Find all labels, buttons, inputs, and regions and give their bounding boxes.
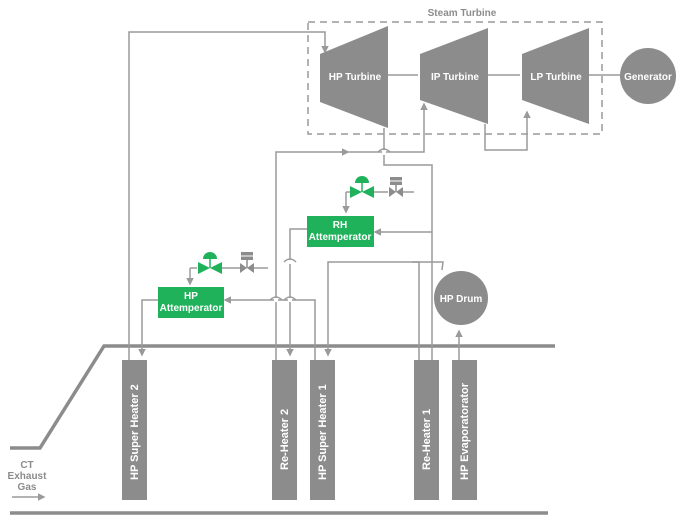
pipe-crossovers [274,150,386,302]
hp-super-heater-1 [310,360,335,500]
hp-turbine [320,26,388,128]
re-heater-2 [272,360,297,500]
hp-evaporator [452,360,477,500]
rh-attemperator-label-1: RH [333,220,347,231]
hp-evaporator-label: HP Evaporatorator [459,382,471,480]
hp-attemperator-label-1: HP [184,291,198,302]
re-heater-1-label: Re-Heater 1 [421,409,433,470]
generator-label: Generator [624,72,672,83]
rh-control-valve-icon [350,176,374,198]
re-heater-2-label: Re-Heater 2 [279,409,291,470]
exhaust-label: CT Exhaust Gas [8,460,48,493]
hp-turbine-label: HP Turbine [329,72,382,83]
gas-path-boundary [10,344,555,515]
rh-attemperator [307,216,374,247]
hp-control-valve-icon [198,252,222,274]
hp-drum-label: HP Drum [440,294,483,305]
ip-turbine [420,28,488,124]
hp-drum [434,271,488,325]
generator [620,48,676,104]
hp-super-heater-2 [122,360,147,500]
rh-attemperator-label-2: Attemperator [309,232,372,243]
steam-turbine-title: Steam Turbine [428,8,497,19]
ip-turbine-label: IP Turbine [431,72,479,83]
steam-turbine-enclosure [307,21,603,135]
piping [128,31,620,361]
lp-turbine [522,28,589,124]
svg-text:Exhaust: Exhaust [8,471,48,482]
hp-attemperator-label-2: Attemperator [160,303,223,314]
lp-turbine-label: LP Turbine [530,72,582,83]
hp-isolation-valve-icon [240,252,254,273]
hp-super-heater-1-label: HP Super Heater 1 [317,384,329,480]
svg-text:Gas: Gas [18,482,37,493]
hp-attemperator [158,287,224,318]
svg-text:CT: CT [20,460,33,471]
hp-super-heater-2-label: HP Super Heater 2 [129,384,141,480]
re-heater-1 [414,360,439,500]
rh-isolation-valve-icon [389,177,403,197]
